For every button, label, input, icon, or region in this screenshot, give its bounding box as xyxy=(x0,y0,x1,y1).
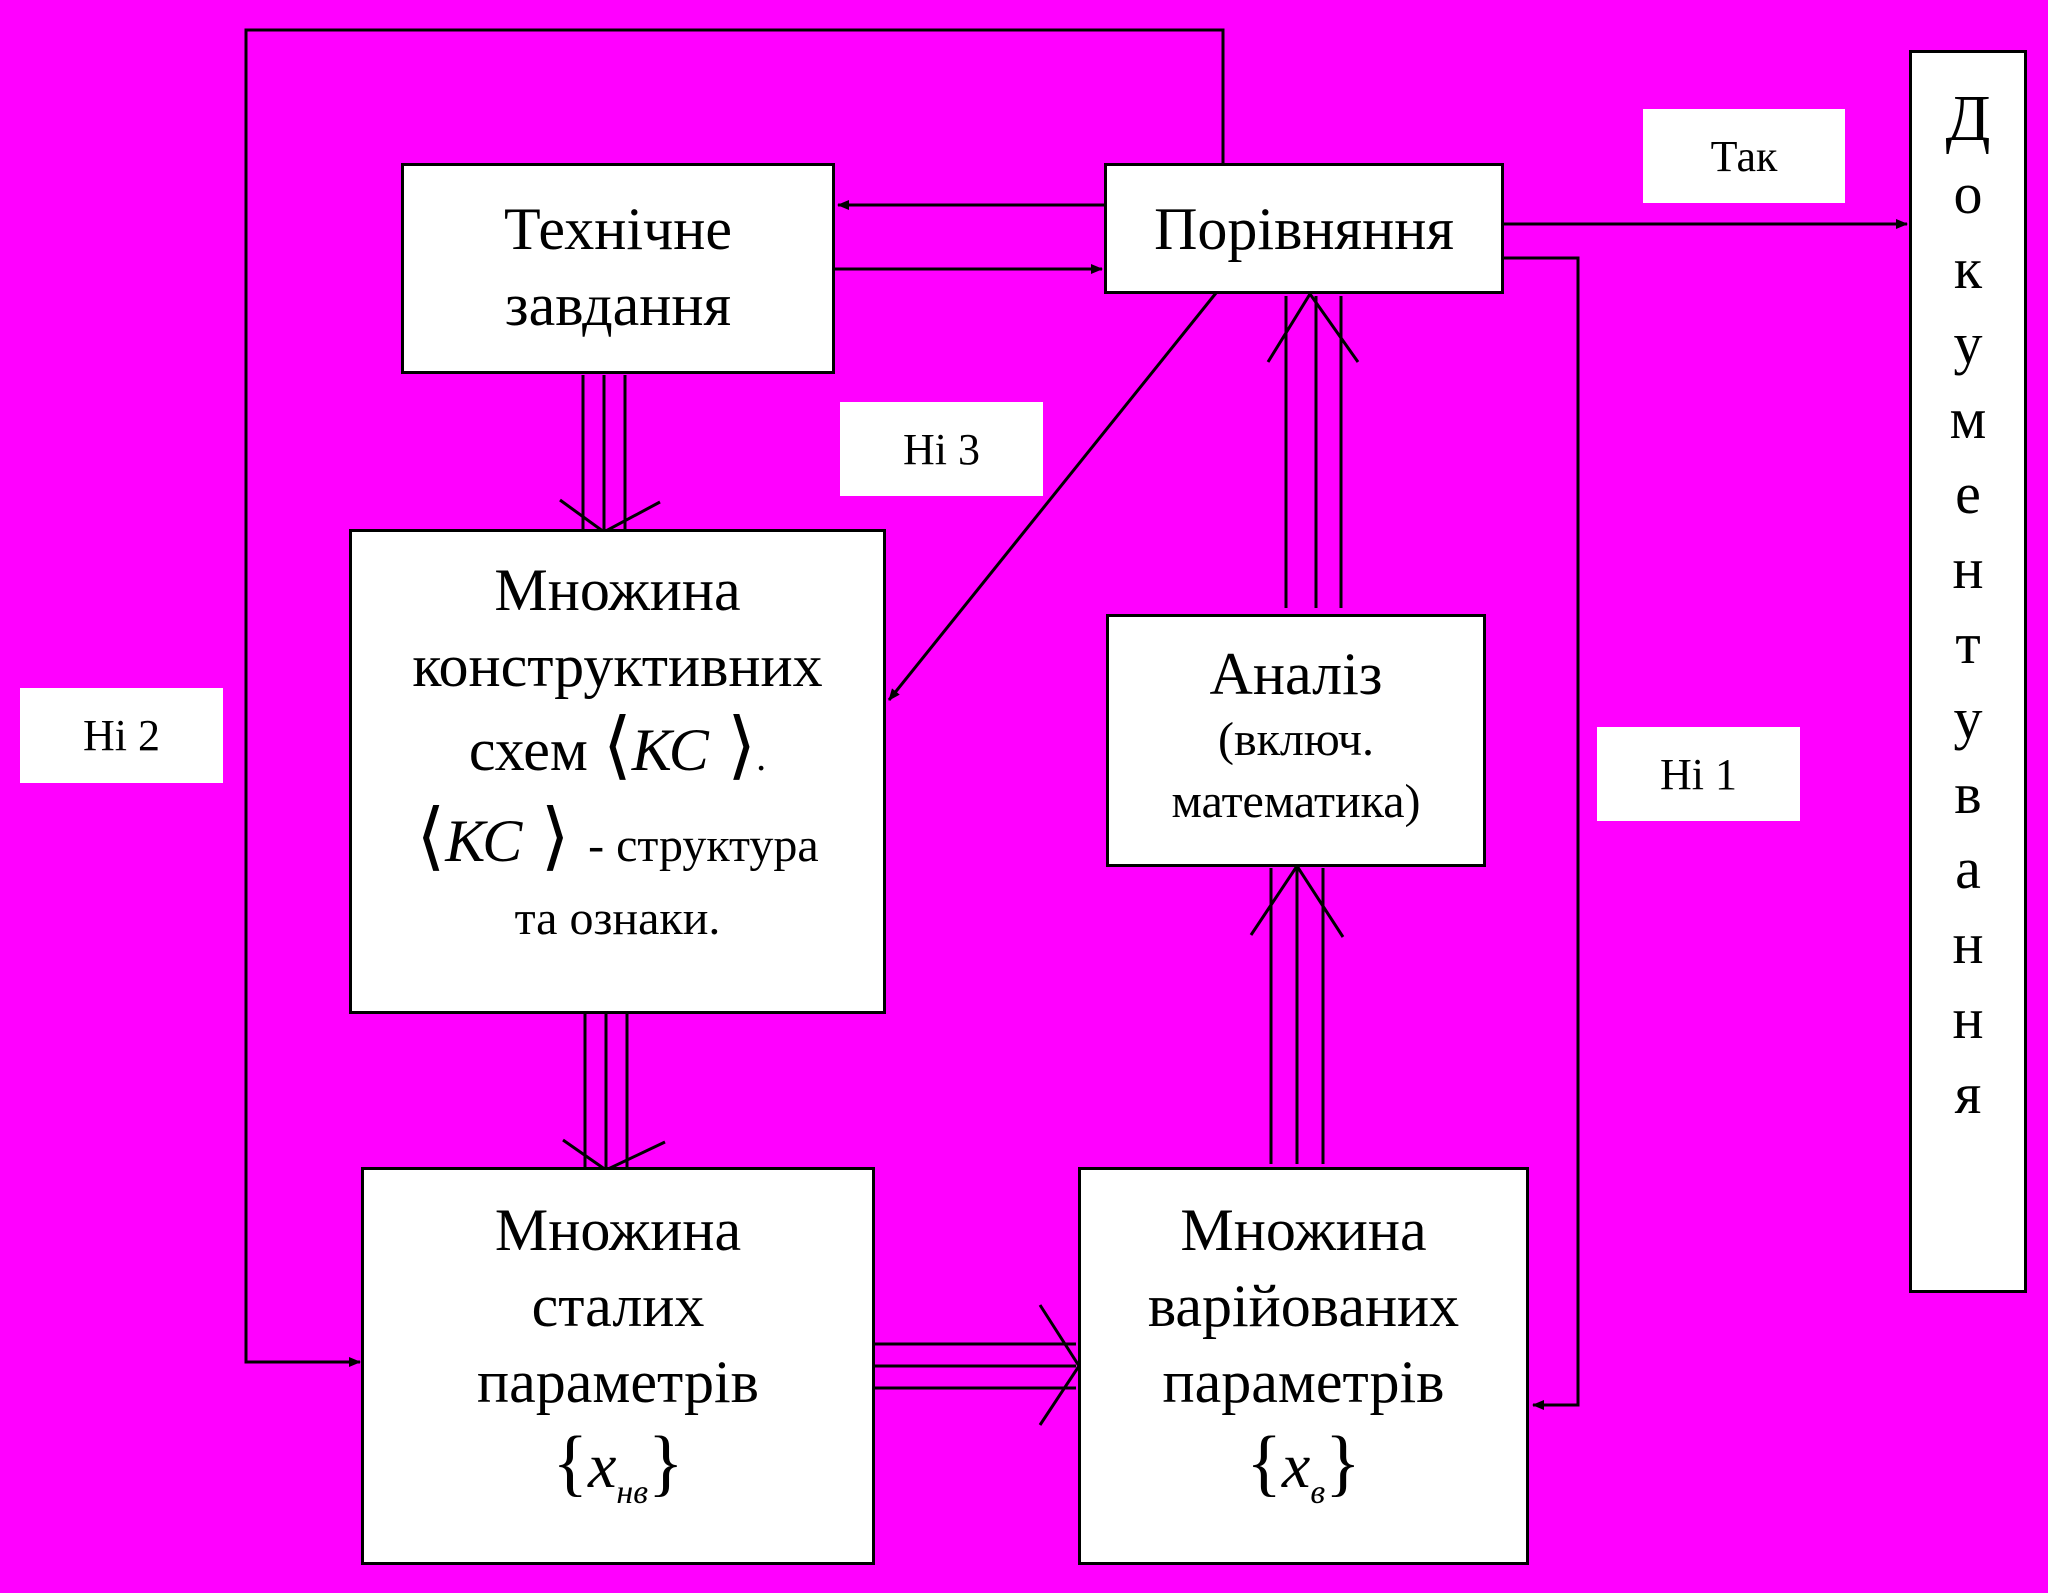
analysis-title: Аналіз xyxy=(1209,641,1383,707)
doc-letter: т xyxy=(1955,611,1981,676)
doc-letter: у xyxy=(1953,311,1983,376)
doc-letter: н xyxy=(1952,911,1984,976)
triple-arrow-const-to-var xyxy=(873,1304,1081,1426)
analysis-note2: математика) xyxy=(1171,775,1421,828)
doc-letter: м xyxy=(1949,386,1987,451)
documentation-box: Д о к у м е н т у в а н н я xyxy=(1909,50,2027,1293)
design-schemes-box: Множина конструктивних схем ⟨КС ⟩. ⟨КС ⟩… xyxy=(349,529,886,1014)
constant-params-box: Множина сталих параметрів {xнв} xyxy=(361,1167,875,1565)
design-schemes-structure: - структура xyxy=(588,819,819,872)
varied-params-formula: {xв} xyxy=(1081,1420,1526,1536)
doc-letter: е xyxy=(1955,461,1981,526)
design-schemes-prefix: схем xyxy=(468,717,588,783)
angle-open-2: ⟨ xyxy=(416,796,446,878)
brace-close: } xyxy=(648,1422,684,1504)
angle-close-2: ⟩ xyxy=(522,796,589,878)
comparison-box: Порівняння xyxy=(1104,163,1504,294)
triple-arrow-tz-to-ks xyxy=(559,375,661,534)
label-yes: Так xyxy=(1643,109,1845,203)
label-no2: Ні 2 xyxy=(20,688,223,783)
varied-params-line1: Множина xyxy=(1180,1197,1427,1263)
triple-arrow-analysis-to-comparison xyxy=(1266,291,1360,608)
label-no1: Ні 1 xyxy=(1597,727,1800,821)
brace-open: { xyxy=(552,1422,588,1504)
design-schemes-line2: конструктивних xyxy=(412,633,823,699)
doc-letter: у xyxy=(1953,686,1983,751)
varied-params-box: Множина варійованих параметрів {xв} xyxy=(1078,1167,1529,1565)
analysis-note1: (включ. xyxy=(1217,713,1375,766)
comparison-label: Порівняння xyxy=(1154,195,1454,262)
varied-params-line2: варійованих xyxy=(1147,1273,1460,1339)
design-schemes-line3: схем ⟨КС ⟩. xyxy=(352,708,883,795)
label-no3: Ні 3 xyxy=(840,402,1043,496)
doc-letter: к xyxy=(1953,236,1983,301)
technical-task-box: Технічне завдання xyxy=(401,163,835,374)
angle-close: ⟩ xyxy=(708,705,757,787)
brace-open-2: { xyxy=(1246,1422,1282,1504)
doc-letter: в xyxy=(1954,761,1982,826)
varied-params-line3: параметрів xyxy=(1162,1349,1445,1415)
constant-params-formula: {xнв} xyxy=(364,1420,872,1536)
arrow-no3 xyxy=(887,292,1218,701)
technical-task-line2: завдання xyxy=(504,272,732,338)
constant-params-line2: сталих xyxy=(531,1273,705,1339)
arrow-no2 xyxy=(244,28,1225,1367)
constant-params-line1: Множина xyxy=(494,1197,742,1263)
const-var: x xyxy=(587,1430,617,1501)
ks-symbol-2: КС xyxy=(445,808,523,874)
arrow-no1 xyxy=(1503,256,1580,1410)
const-subscript: нв xyxy=(616,1474,649,1511)
analysis-box: Аналіз (включ. математика) xyxy=(1106,614,1486,867)
doc-letter: Д xyxy=(1945,82,1991,155)
doc-letter: а xyxy=(1955,836,1981,901)
design-schemes-line1: Множина xyxy=(494,557,741,623)
doc-letter: о xyxy=(1953,161,1983,226)
ks-symbol-1: КС xyxy=(631,717,709,783)
design-schemes-dot: . xyxy=(756,734,767,779)
doc-letter: н xyxy=(1952,536,1984,601)
doc-letter: я xyxy=(1954,1061,1982,1126)
var-var: x xyxy=(1281,1430,1311,1501)
triple-arrow-ks-to-const xyxy=(562,1012,666,1172)
brace-close-2: } xyxy=(1325,1422,1361,1504)
technical-task-line1: Технічне xyxy=(504,196,732,262)
constant-params-line3: параметрів xyxy=(477,1349,759,1415)
design-schemes-line4: ⟨КС ⟩ - структура xyxy=(352,799,883,884)
doc-letter: н xyxy=(1952,986,1984,1051)
var-subscript: в xyxy=(1310,1474,1326,1511)
triple-arrow-var-to-analysis xyxy=(1249,863,1345,1164)
design-schemes-line5: та ознаки. xyxy=(514,892,721,945)
angle-open: ⟨ xyxy=(602,705,632,787)
